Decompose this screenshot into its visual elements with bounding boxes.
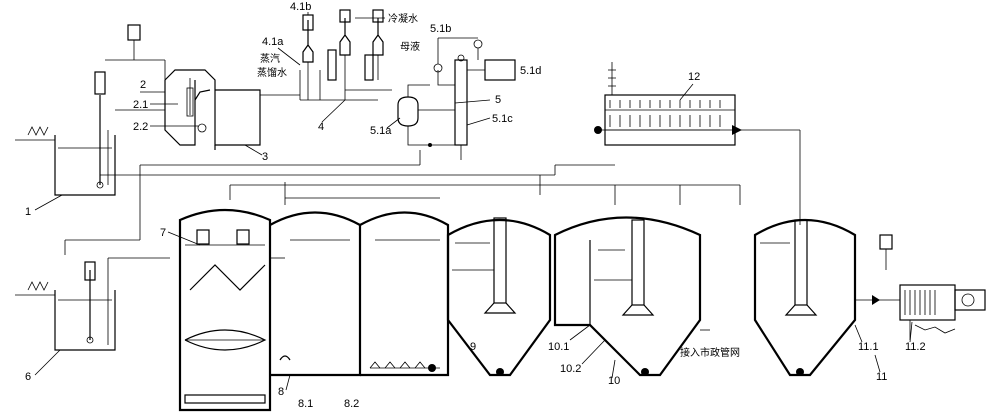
crystallizer-5 [397,37,516,160]
label-8: 8 [278,386,284,398]
tank-8 [269,211,450,377]
label-mother-liquor: 母液 [400,40,420,53]
label-2: 2 [140,79,146,91]
settler-11 [753,219,900,377]
label-2-1: 2.1 [133,99,148,111]
unit-12 [594,62,742,146]
label-cooling-water: 冷凝水 [388,12,418,25]
label-2-2: 2.2 [133,121,148,133]
label-9: 9 [470,341,476,353]
filter-press [879,234,986,340]
label-condensate: 蒸馏水 [257,66,287,79]
label-6: 6 [25,371,31,383]
label-3: 3 [262,151,268,163]
unit-7 [178,208,285,412]
reactor-2 [105,24,261,150]
tank-1 [15,71,116,196]
label-1: 1 [25,206,31,218]
label-11-1: 11.1 [858,341,879,353]
label-10-2: 10.2 [560,363,581,375]
label-4-1a: 4.1a [262,36,284,48]
label-8-1: 8.1 [298,398,313,410]
label-5: 5 [495,94,501,106]
label-8-2: 8.2 [344,398,359,410]
label-10-1: 10.1 [548,341,569,353]
label-11-2: 11.2 [905,341,926,353]
settler-10 [553,216,710,377]
labels: 1 2 2.1 2.2 3 4 4.1a 4.1b 蒸汽 蒸馏水 冷凝水 母液 … [25,1,926,410]
settler-9 [446,217,552,377]
label-5-1b: 5.1b [430,23,451,35]
label-11: 11 [876,371,887,383]
piping [64,129,801,255]
label-steam: 蒸汽 [260,52,280,65]
label-10: 10 [608,375,620,387]
label-municipal: 接入市政管网 [680,346,740,359]
label-4-1b: 4.1b [290,1,311,13]
label-5-1d: 5.1d [520,65,541,77]
label-4: 4 [318,121,324,133]
tank-6 [15,257,170,351]
label-12: 12 [688,71,700,83]
label-7: 7 [160,227,166,239]
label-5-1c: 5.1c [492,113,513,125]
label-5-1a: 5.1a [370,125,392,137]
